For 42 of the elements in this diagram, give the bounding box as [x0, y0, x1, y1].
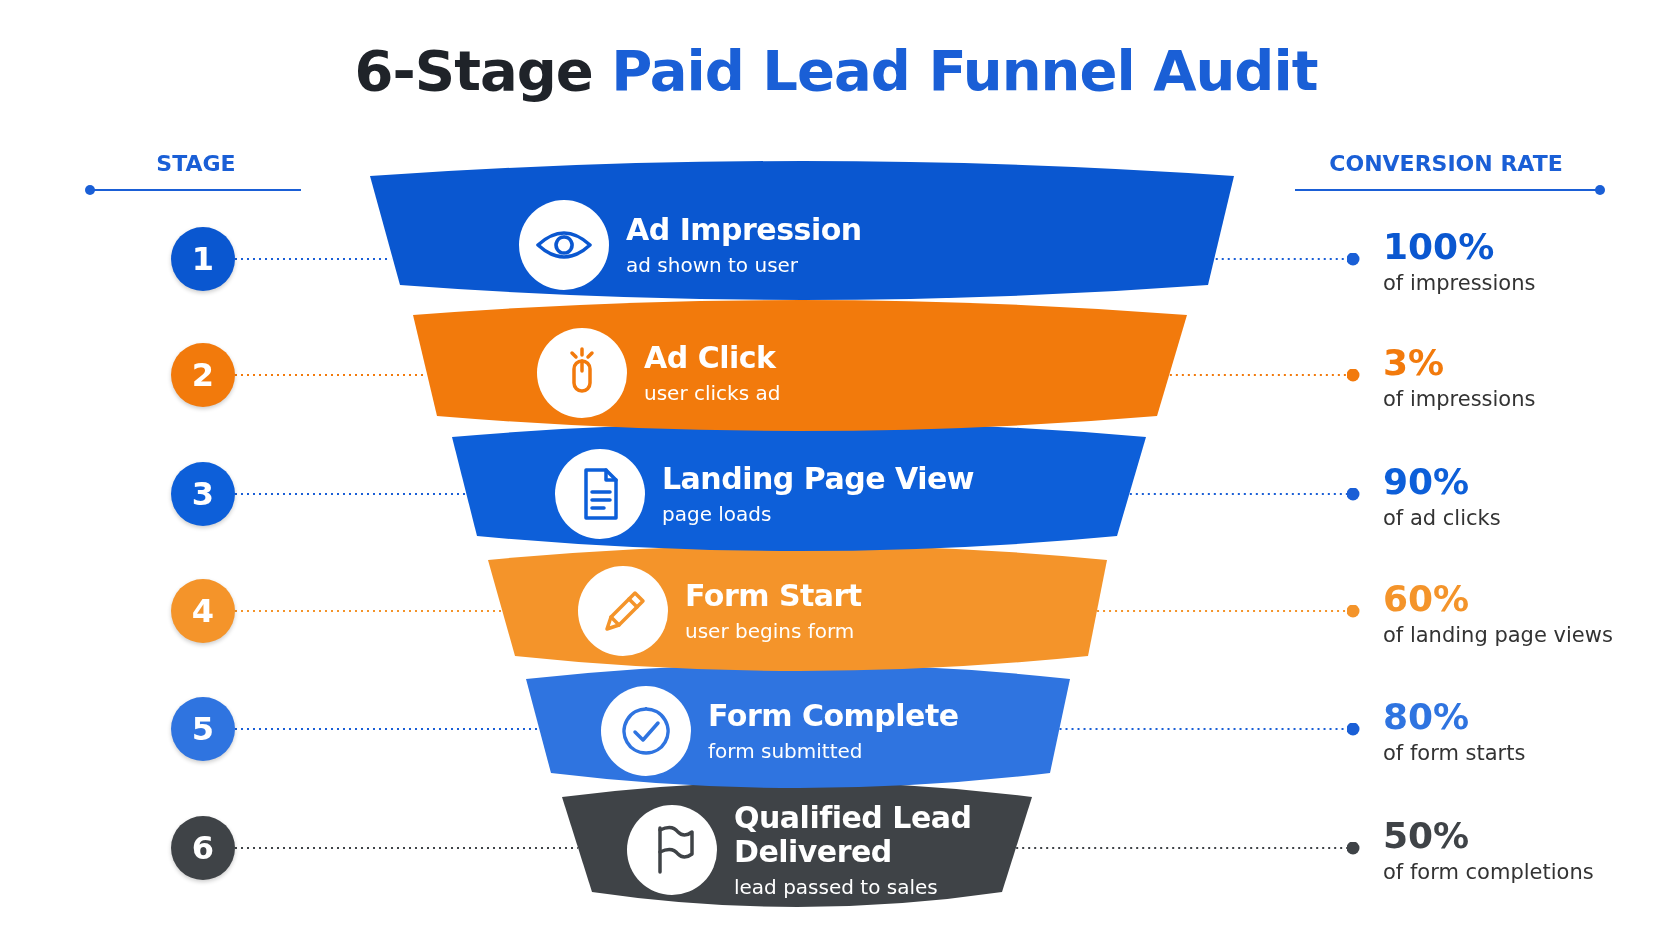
- step-number: 3: [171, 462, 235, 526]
- leader-line: [235, 727, 540, 731]
- leader-line: [235, 492, 466, 496]
- rate-value: 80%: [1383, 697, 1471, 737]
- rate-value: 3%: [1383, 343, 1446, 383]
- leader-line: [1016, 841, 1360, 855]
- rate-description: of landing page views: [1383, 623, 1613, 647]
- stage-heading: Landing Page View: [662, 462, 974, 496]
- stage-description: user clicks ad: [644, 381, 781, 405]
- rate-value: 60%: [1383, 579, 1471, 619]
- stage-description: page loads: [662, 502, 773, 526]
- step-number: 1: [171, 227, 235, 291]
- stage-description: lead passed to sales: [734, 875, 939, 899]
- leader-line: [1169, 368, 1360, 382]
- stage-description: form submitted: [708, 739, 864, 763]
- leader-line: [1097, 604, 1360, 618]
- stage-heading: Qualified Lead Delivered: [734, 801, 973, 869]
- stage-heading: Ad Impression: [626, 213, 862, 247]
- rate-value: 100%: [1383, 227, 1496, 267]
- step-number: 6: [171, 816, 235, 880]
- leader-line: [1059, 722, 1360, 736]
- column-heading: CONVERSION RATE: [1329, 150, 1563, 176]
- rate-description: of impressions: [1383, 271, 1536, 295]
- leader-line: [1129, 487, 1360, 501]
- step-number: 5: [171, 697, 235, 761]
- leader-line: [235, 609, 503, 613]
- stage-heading: Ad Click: [644, 341, 777, 375]
- stage-heading: Form Start: [685, 579, 862, 613]
- column-heading: STAGE: [156, 150, 236, 176]
- rate-value: 90%: [1383, 462, 1471, 502]
- rate-description: of impressions: [1383, 387, 1536, 411]
- stage-heading: Form Complete: [708, 699, 959, 733]
- rate-description: of ad clicks: [1383, 506, 1501, 530]
- rate-value: 50%: [1383, 816, 1471, 856]
- step-number: 2: [171, 343, 235, 407]
- stage-description: ad shown to user: [626, 253, 800, 277]
- step-number: 4: [171, 579, 235, 643]
- leader-line: [1215, 252, 1360, 266]
- rate-description: of form starts: [1383, 741, 1526, 765]
- stage-description: user begins form: [685, 619, 856, 643]
- title: 6-Stage Paid Lead Funnel Audit: [353, 38, 1319, 103]
- rate-description: of form completions: [1383, 860, 1594, 884]
